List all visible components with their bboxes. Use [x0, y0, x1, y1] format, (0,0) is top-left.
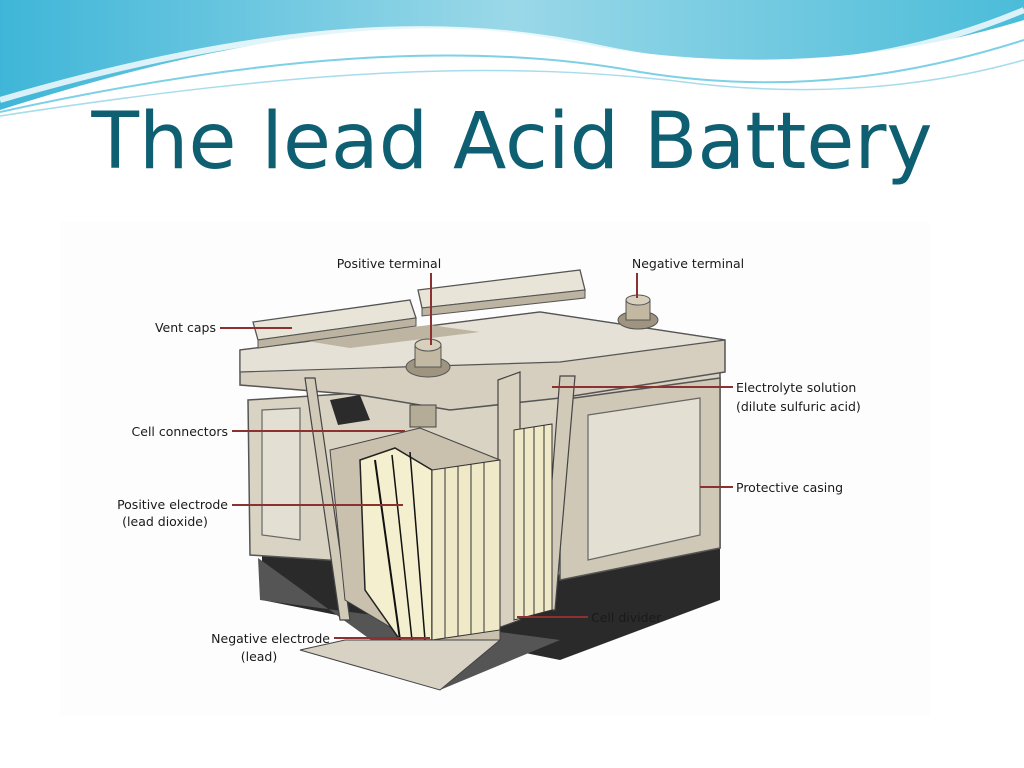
positive-terminal-shape: [405, 338, 451, 378]
cell-connectors-shape: [330, 395, 437, 428]
label-negative-electrode-line1: Negative electrode: [211, 631, 330, 646]
label-positive-terminal: Positive terminal: [337, 256, 441, 271]
label-electrolyte-line2: (dilute sulfuric acid): [736, 399, 861, 414]
header-wave-decoration: [0, 0, 1024, 117]
electrode-plates: [299, 423, 553, 691]
label-cell-connectors: Cell connectors: [132, 424, 228, 439]
label-negative-terminal: Negative terminal: [632, 256, 744, 271]
label-positive-electrode-line1: Positive electrode: [117, 497, 228, 512]
battery-lid: [239, 311, 726, 411]
label-electrolyte-line1: Electrolyte solution: [736, 380, 856, 395]
label-cell-divider: Cell divider: [591, 610, 662, 625]
vent-caps-shape: [252, 269, 586, 349]
negative-terminal-shape: [617, 294, 659, 330]
label-protective-casing: Protective casing: [736, 480, 843, 495]
label-positive-electrode-line2: (lead dioxide): [122, 514, 208, 529]
lead-acid-battery-diagram: Positive terminal Negative terminal Vent…: [117, 256, 861, 691]
label-negative-electrode-line2: (lead): [241, 649, 278, 664]
slide-title: The lead Acid Battery: [91, 97, 933, 187]
label-vent-caps: Vent caps: [155, 320, 216, 335]
